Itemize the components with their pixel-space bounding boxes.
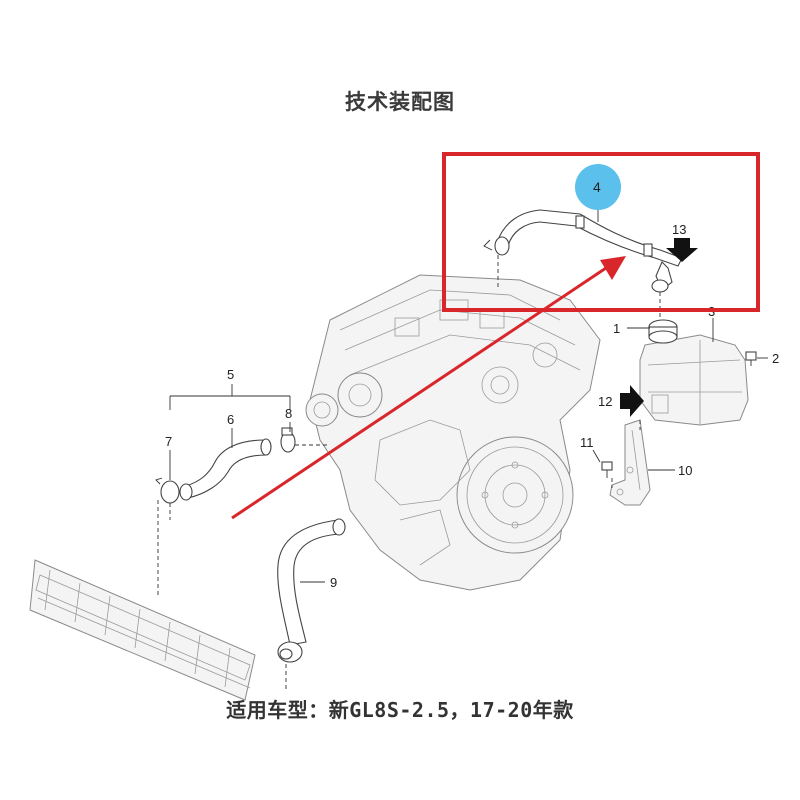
hose-4 [483,209,683,293]
surge-tank-cap [648,319,678,344]
highlight-arrow [231,256,626,520]
callout-4: 4 [593,179,601,195]
callout-5: 5 [227,367,234,382]
engine-block [305,274,601,591]
callout-6: 6 [227,412,234,427]
callout-8: 8 [285,406,292,421]
callout-1: 1 [613,321,620,336]
coolant-surge-tank [639,334,749,426]
arrow-down-icon [666,238,698,262]
applicable-model: 适用车型：新GL8S-2.5，17-20年款 [0,694,800,723]
callout-4-badge [575,164,621,210]
callout-11: 11 [580,435,594,450]
alignment-lines [157,255,661,690]
clamp-8 [280,427,296,453]
highlight-box [442,152,760,312]
radiator [29,559,256,701]
callout-9: 9 [330,575,337,590]
arrow-right-icon [620,385,644,417]
callout-10: 10 [678,463,692,478]
applicable-model-label: 适用车型： [226,698,329,722]
bolt-2 [745,351,757,366]
applicable-model-value: 新GL8S-2.5，17-20年款 [328,698,574,722]
bolt-11 [601,461,613,478]
hose-6 [185,439,267,499]
diagram-title: 技术装配图 [345,90,455,114]
callout-12: 12 [598,394,612,409]
hose-9-clamp [277,641,303,663]
callout-13: 13 [672,222,686,237]
clamp-7 [155,477,180,504]
callout-2: 2 [772,351,779,366]
callout-7: 7 [165,434,172,449]
bracket-10 [609,419,651,506]
